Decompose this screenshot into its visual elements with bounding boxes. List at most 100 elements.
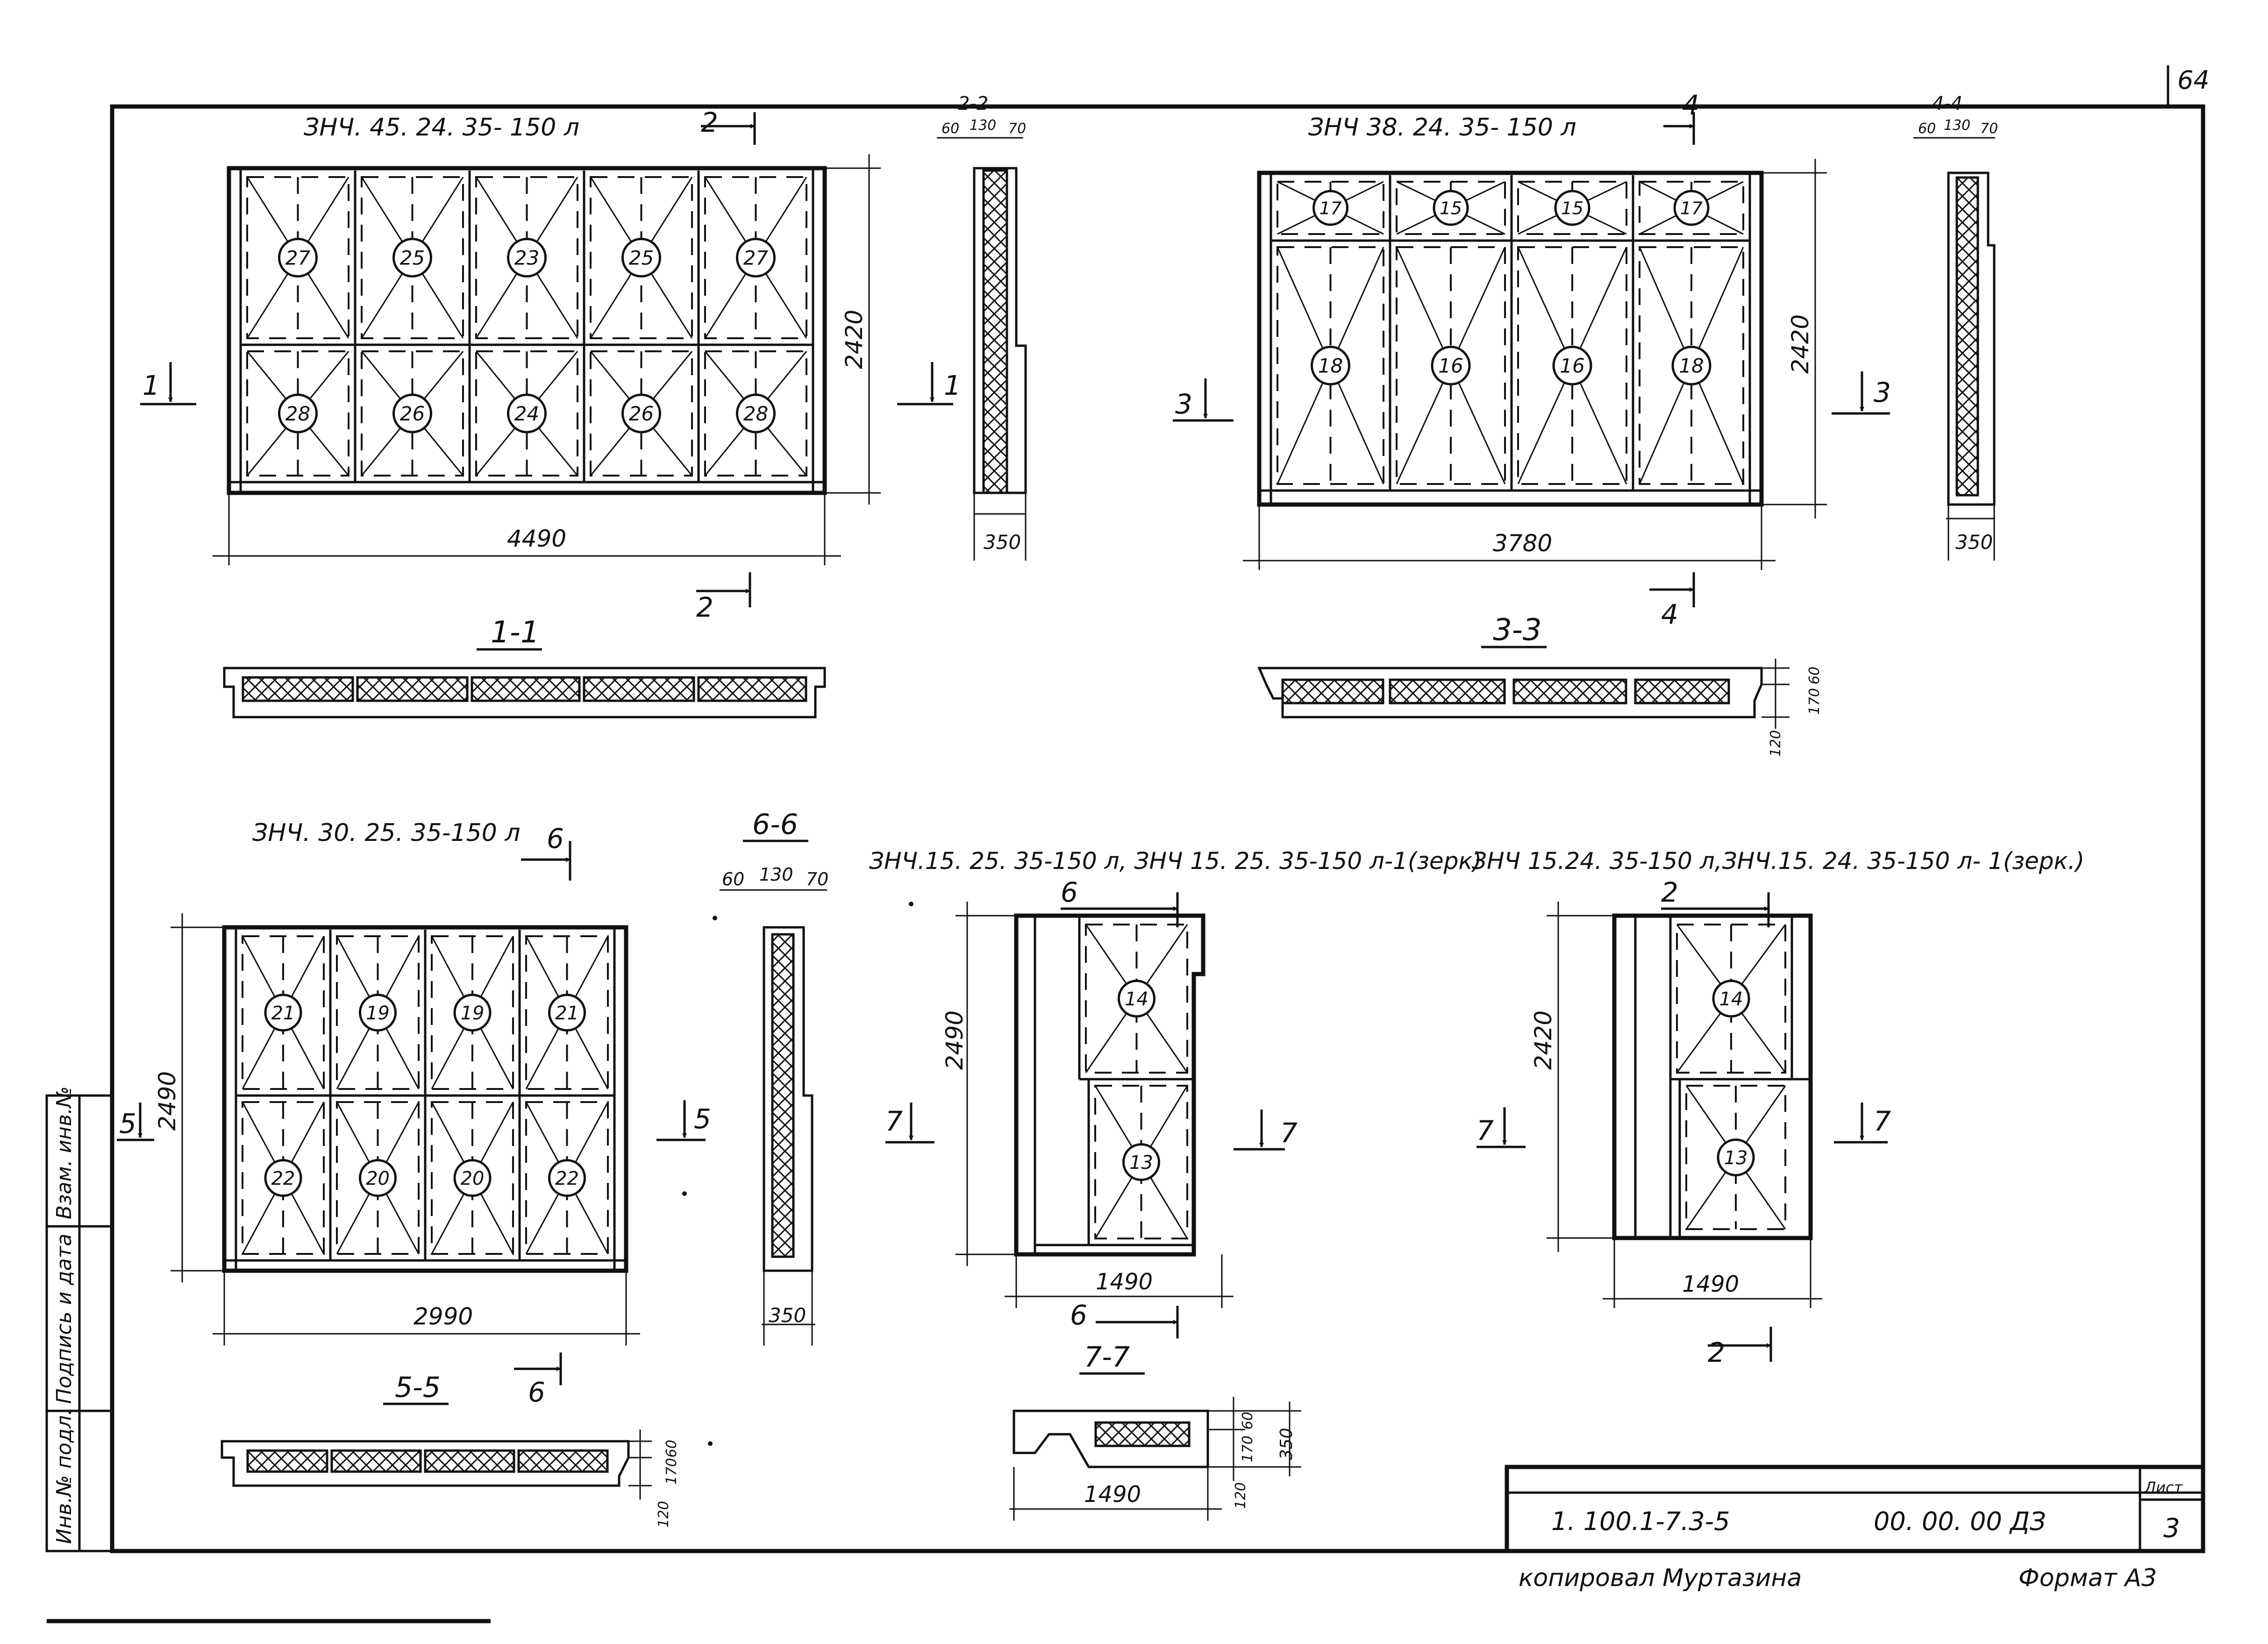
section-4-4: 4-4 60 130 70 350 [1913,93,1998,561]
doc-code: 1. 100.1-7.3-5 [1551,1507,1730,1536]
mark-circle [548,994,586,1032]
mark-circle [264,1159,302,1197]
mark-circle [278,238,318,278]
mark-label: 17 [1680,198,1703,219]
mark-circle [359,994,397,1032]
mark-circle [1673,190,1710,226]
mark-circle [264,994,302,1032]
section-2-2-title: 2-2 [958,93,988,114]
mark-circle [392,238,432,278]
cut-7-p5-left: 7 [1476,1115,1494,1146]
insulation-block [246,1449,328,1473]
sec77-dim-1490: 1490 [1084,1481,1141,1508]
section-1-1: 1-1 [223,615,826,719]
mark-label: 14 [1719,989,1743,1010]
panel-5-height: 2420 [1530,1011,1557,1070]
panel-4: ЗНЧ.15. 25. 35-150 л, ЗНЧ 15. 25. 35-150… [869,847,1482,1338]
panel-3-height: 2490 [154,1071,181,1131]
mark-circle [1311,346,1350,385]
insulation-block [471,676,581,702]
cut-7-p4-left: 7 [885,1105,903,1137]
cut-7-p4-right: 7 [1280,1117,1298,1149]
cut-7-p5-right: 7 [1874,1105,1891,1137]
section-5-5: 5-5 60 170 120 [221,1371,680,1528]
sec44-dim-350: 350 [1955,531,1993,554]
sec77-dim-170: 170 [1240,1436,1256,1462]
sec44-dim-60: 60 [1918,121,1936,137]
format-label: Формат А3 [2018,1564,2157,1592]
cut-4-top: 4 [1682,89,1699,121]
sheet-code: 00. 00. 00 ДЗ [1874,1507,2046,1536]
sec66-dim-70: 70 [806,869,828,890]
cell-frame [704,176,807,339]
sec55-dim-120: 120 [656,1501,672,1528]
insulation-block [1512,678,1627,705]
insulation-block [1281,678,1384,705]
insulation-block [583,676,695,702]
insulation-block [697,676,807,702]
sec33-dim-60: 60 [1806,667,1823,684]
mark-label: 14 [1125,989,1148,1010]
cut-2-top: 2 [701,107,718,138]
sec22-dim-350: 350 [984,531,1021,554]
panel-4-height: 2490 [941,1011,968,1070]
sec22-dim-70: 70 [1008,121,1026,137]
mark-label: 26 [629,402,654,425]
section-4-4-title: 4-4 [1932,93,1962,114]
copied-by: копировал Муртазина [1519,1564,1802,1592]
sec66-dim-60: 60 [722,869,744,890]
mark-label: 20 [461,1168,485,1189]
mark-label: 19 [366,1003,390,1024]
insulation-block [242,676,354,702]
cut-3-left: 3 [1175,388,1192,420]
mark-label: 26 [400,402,425,425]
mark-label: 28 [743,402,768,425]
mark-circle [548,1159,586,1197]
sec44-dim-70: 70 [1980,121,1998,137]
sec22-dim-130: 130 [970,117,996,134]
sec55-dim-170: 170 [663,1458,680,1485]
section-7-7: 7-7 1490 60 170 120 350 [1009,1341,1301,1521]
panel-1-title: ЗНЧ. 45. 24. 35- 150 л [304,114,579,142]
sec66-dim-130: 130 [759,864,793,885]
mark-circle [507,393,547,434]
cell-frame [1639,181,1744,235]
mark-label: 23 [514,247,539,270]
cut-4-bottom: 4 [1661,598,1678,630]
mark-circle [278,393,318,434]
mark-circle [621,238,661,278]
mark-label: 21 [555,1003,579,1024]
cut-6-bottom: 6 [528,1376,545,1408]
insulation-block [1389,678,1506,705]
panel-2-height: 2420 [1787,314,1814,374]
panel-4-width: 1490 [1096,1269,1153,1295]
cut-5-right: 5 [694,1103,711,1135]
panel-2-width: 3780 [1493,530,1552,557]
insulation-block [1634,678,1730,705]
section-5-5-title: 5-5 [395,1371,441,1404]
panel-3-title: ЗНЧ. 30. 25. 35-150 л [252,819,521,847]
cell-frame [1639,246,1744,485]
dot-mark [713,916,717,920]
cut-1-left: 1 [143,370,160,401]
section-1-1-title: 1-1 [491,615,540,650]
mark-circle [1554,190,1590,226]
insulation-block [517,1449,609,1473]
mark-label: 20 [366,1168,390,1189]
cell-frame [1685,1085,1786,1230]
section-3-3: 3-3 60 170 120 [1257,613,1823,757]
cut-1-right: 1 [944,370,961,401]
panel-1-height: 2420 [841,310,868,369]
page-number: 64 [2177,65,2210,95]
mark-circle [507,238,547,278]
panel-5-width: 1490 [1682,1271,1739,1297]
sheet-number: 3 [2163,1513,2180,1544]
mark-circle [736,393,776,434]
mark-circle [392,393,432,434]
mark-label: 28 [285,402,310,425]
section-2-2: 2-2 60 130 70 350 [937,93,1027,561]
mark-label: 22 [555,1168,579,1189]
mark-label: 15 [1561,198,1583,219]
